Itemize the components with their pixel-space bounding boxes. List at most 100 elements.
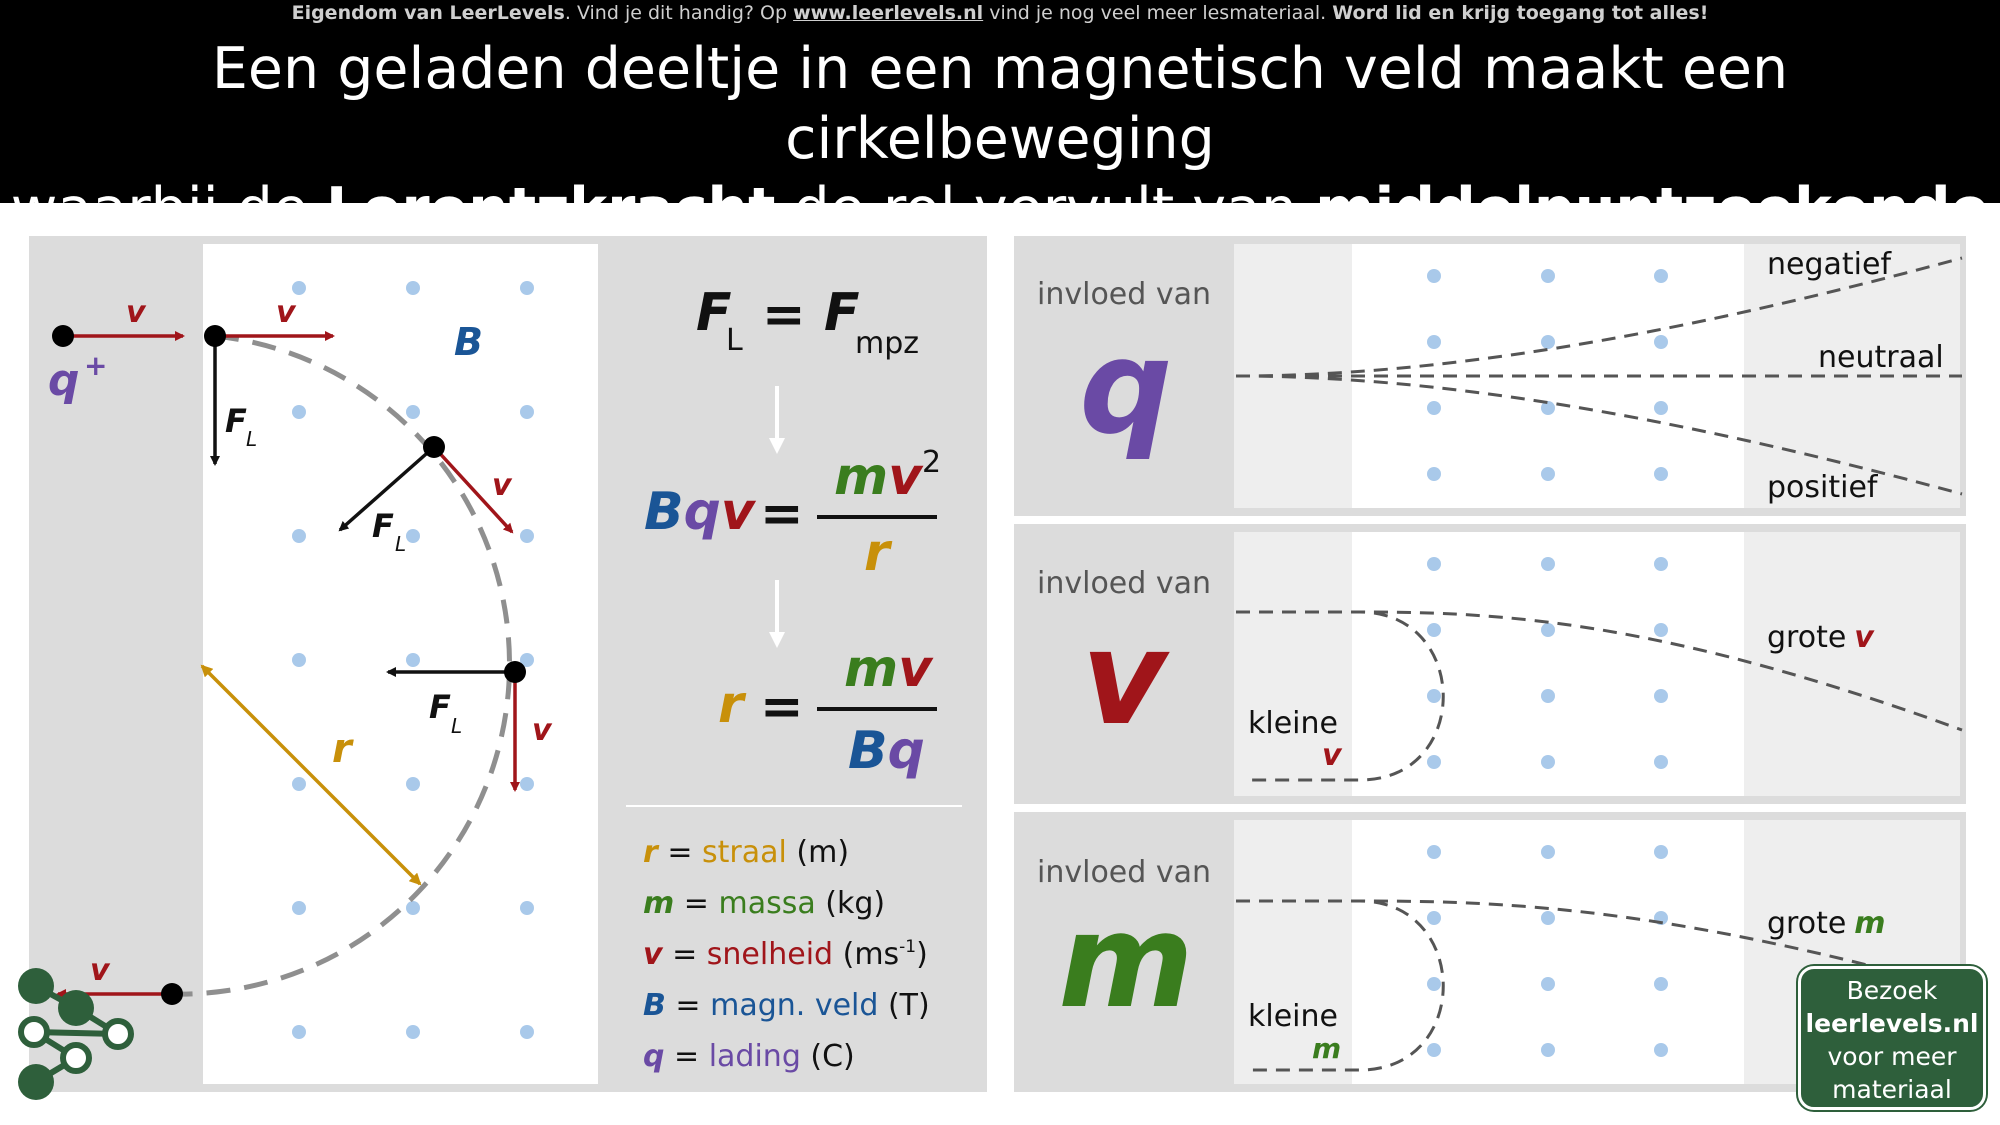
- field-dot: [1541, 845, 1555, 859]
- field-dot: [1541, 1043, 1555, 1057]
- field-dot: [292, 281, 306, 295]
- cta-line: Bezoek: [1846, 976, 1938, 1005]
- field-dot: [1541, 911, 1555, 925]
- field-dot: [520, 777, 534, 791]
- label-negative: negatief: [1767, 247, 1892, 282]
- field-label: B: [454, 320, 483, 364]
- leerlevels-link[interactable]: www.leerlevels.nl: [793, 2, 984, 24]
- field-dot: [1427, 977, 1441, 991]
- particle-position: [161, 983, 183, 1005]
- field-dots: [292, 281, 534, 1039]
- field-dot: [1427, 467, 1441, 481]
- field-dot: [292, 901, 306, 915]
- field-dot: [520, 405, 534, 419]
- field-dot: [406, 1025, 420, 1039]
- title-line-1: Een geladen deeltje in een magnetisch ve…: [211, 36, 1789, 172]
- svg-text:Bq: Bq: [848, 721, 925, 781]
- legend-item: B = magn. veld (T): [643, 988, 930, 1023]
- label-small-v-sym: v: [1322, 738, 1343, 773]
- field-dot: [406, 405, 420, 419]
- label-small-m: kleine: [1248, 999, 1338, 1034]
- formula-r-eq-mv-bq: r = mv Bq: [718, 639, 937, 781]
- velocity-label: v: [90, 953, 111, 988]
- influence-symbol-v: v: [1082, 602, 1171, 754]
- charged-particle: [52, 325, 74, 347]
- svg-text:2: 2: [922, 445, 941, 480]
- svg-text:r: r: [864, 523, 893, 583]
- svg-text:mv: mv: [834, 447, 924, 507]
- field-dot: [1654, 689, 1668, 703]
- label-small-m-sym: m: [1312, 1032, 1341, 1065]
- page-title: Een geladen deeltje in een magnetisch ve…: [0, 34, 2000, 314]
- cta-site: leerlevels.nl: [1805, 1009, 1979, 1038]
- velocity-label: v: [492, 468, 513, 503]
- field-dot: [406, 777, 420, 791]
- field-dot: [520, 1025, 534, 1039]
- title-text: de rol vervult van: [775, 176, 1316, 242]
- trajectory-negative: [1235, 256, 1963, 378]
- field-dot: [1654, 755, 1668, 769]
- field-dot: [292, 529, 306, 543]
- field-dot: [1541, 755, 1555, 769]
- radius-arrow: [200, 664, 422, 886]
- svg-text:L: L: [726, 323, 743, 358]
- field-dot: [520, 529, 534, 543]
- influence-label: invloed van: [1037, 855, 1211, 890]
- field-dot: [406, 901, 420, 915]
- banner-cta: Word lid en krijg toegang tot alles!: [1332, 2, 1709, 24]
- field-dot: [406, 281, 420, 295]
- velocity-label: v: [532, 713, 553, 748]
- field-dot: [292, 405, 306, 419]
- trajectory-small-m: [1236, 899, 1445, 1072]
- field-dot: [1654, 401, 1668, 415]
- field-dot: [1541, 977, 1555, 991]
- radius-label: r: [332, 726, 354, 772]
- banner-text: . Vind je dit handig? Op: [564, 2, 794, 24]
- field-dot: [1654, 845, 1668, 859]
- label-neutral: neutraal: [1818, 340, 1944, 375]
- field-dot: [1427, 401, 1441, 415]
- field-dot: [520, 653, 534, 667]
- influence-symbol-q: q: [1079, 311, 1172, 463]
- cta-line: voor meer: [1827, 1042, 1957, 1071]
- svg-text:F: F: [696, 283, 732, 343]
- lorentz-force-arrow: [338, 445, 436, 532]
- charge-sign: +: [84, 349, 107, 382]
- header: Eigendom van LeerLevels. Vind je dit han…: [0, 0, 2000, 312]
- field-dot: [1654, 335, 1668, 349]
- trajectory-small-v: [1236, 610, 1445, 782]
- svg-text:=: =: [760, 484, 804, 544]
- particle-position: [423, 436, 445, 458]
- influence-v-panel: [1014, 524, 1966, 804]
- title-text: waarbij de: [10, 176, 327, 242]
- legend-item: v = snelheid (ms-1): [643, 937, 928, 972]
- field-dot: [1427, 845, 1441, 859]
- legend-item: q = lading (C): [643, 1039, 855, 1074]
- field-dot: [1541, 689, 1555, 703]
- banner-owner: Eigendom van LeerLevels: [291, 2, 565, 24]
- field-dot: [1654, 269, 1668, 283]
- field-dot: [292, 1025, 306, 1039]
- svg-text:mv: mv: [844, 639, 934, 699]
- visit-leerlevels-button[interactable]: Bezoek leerlevels.nl voor meer materiaal: [1798, 966, 1986, 1110]
- velocity-arrow: [432, 445, 514, 534]
- banner-text-2: vind je nog veel meer lesmateriaal.: [983, 2, 1333, 24]
- svg-text:=: =: [760, 677, 804, 737]
- field-dot: [520, 901, 534, 915]
- svg-text:=: =: [762, 285, 806, 345]
- field-dot: [292, 653, 306, 667]
- field-dot: [1541, 467, 1555, 481]
- field-dot: [520, 281, 534, 295]
- field-dot: [1541, 623, 1555, 637]
- field-dot: [1654, 467, 1668, 481]
- force-subscript: L: [451, 714, 462, 738]
- field-dot: [1654, 623, 1668, 637]
- svg-text:r: r: [718, 675, 747, 735]
- charge-label: q: [48, 355, 80, 406]
- title-lorentz: Lorentzkracht: [326, 176, 776, 242]
- label-positive: positief: [1767, 470, 1879, 505]
- formula-fl-eq-fmpz: F L = F mpz: [696, 283, 919, 361]
- small-field-dots: [1427, 269, 1668, 1057]
- force-subscript: L: [246, 427, 257, 451]
